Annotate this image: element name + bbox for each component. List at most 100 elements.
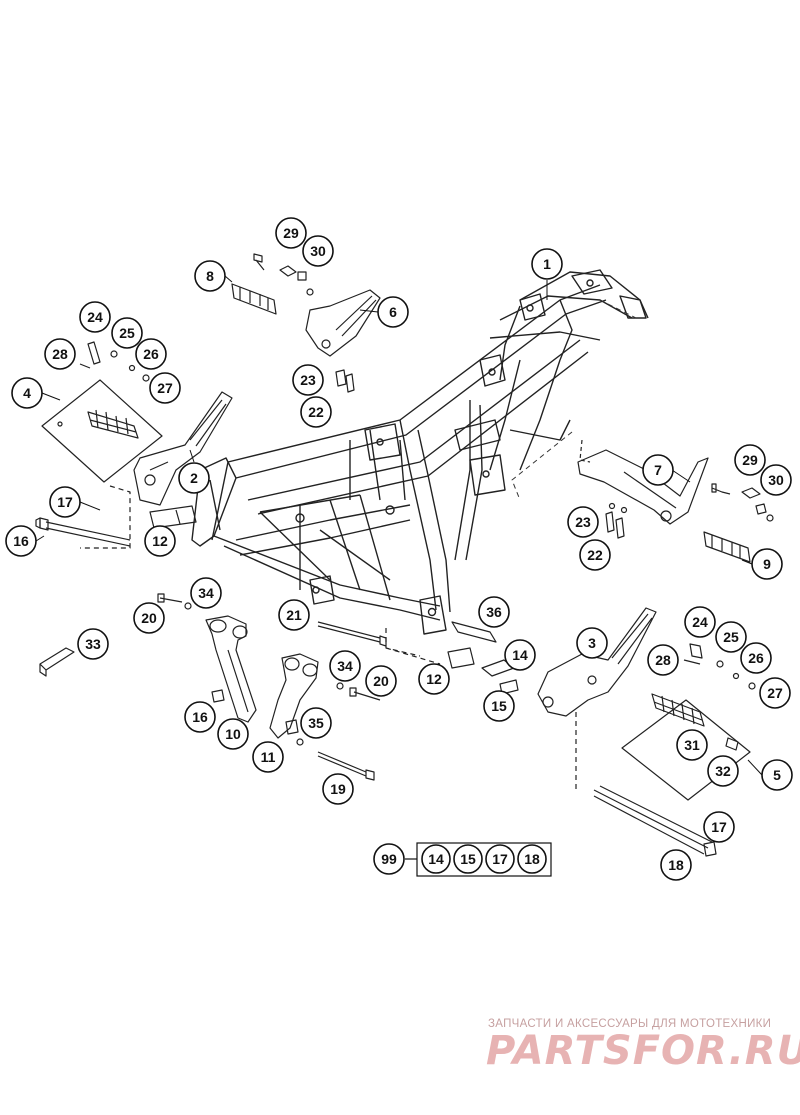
callout-c6-label: 6 bbox=[389, 304, 397, 320]
callout-c5-label: 5 bbox=[773, 767, 781, 783]
callout-c27b: 27 bbox=[759, 677, 791, 709]
callout-c19-label: 19 bbox=[330, 781, 346, 797]
callout-c33: 33 bbox=[77, 628, 109, 660]
callout-c10-circle bbox=[217, 718, 249, 750]
right-footpeg bbox=[651, 693, 705, 727]
callout-c3-label: 3 bbox=[588, 635, 596, 651]
callout-c31: 31 bbox=[676, 729, 708, 761]
callout-c15-label: 15 bbox=[491, 698, 507, 714]
kit-part-14-label: 14 bbox=[428, 851, 444, 867]
callout-c7: 7 bbox=[642, 454, 674, 486]
callout-c23a: 23 bbox=[292, 364, 324, 396]
callout-c8-label: 8 bbox=[206, 268, 214, 284]
callout-c32: 32 bbox=[707, 755, 739, 787]
watermark-caption: ЗАПЧАСТИ И АКСЕССУАРЫ ДЛЯ МОТОТЕХНИКИ bbox=[488, 1018, 772, 1030]
callout-c16b: 16 bbox=[184, 701, 216, 733]
kit-box: 99 14 15 17 18 bbox=[373, 842, 552, 877]
callout-c12a-label: 12 bbox=[152, 533, 168, 549]
callout-c8: 8 bbox=[194, 260, 226, 292]
callout-c30b-circle bbox=[760, 464, 792, 496]
callout-c26b-label: 26 bbox=[748, 650, 764, 666]
callout-c29b-circle bbox=[734, 444, 766, 476]
callout-c23a-label: 23 bbox=[300, 372, 316, 388]
callout-c1: 1 bbox=[531, 248, 563, 280]
callout-c20b: 20 bbox=[365, 665, 397, 697]
callout-c30a-circle bbox=[302, 235, 334, 267]
kit-part-18-label: 18 bbox=[524, 851, 540, 867]
callout-c10-label: 10 bbox=[225, 726, 241, 742]
left-footpeg-kit-box bbox=[41, 379, 163, 483]
callout-c24b-circle bbox=[684, 606, 716, 638]
callout-c26a: 26 bbox=[135, 338, 167, 370]
kit-part-17: 17 bbox=[485, 844, 515, 874]
callout-c23b-label: 23 bbox=[575, 514, 591, 530]
callout-c23b: 23 bbox=[567, 506, 599, 538]
callout-c2: 2 bbox=[178, 462, 210, 494]
callout-c30a: 30 bbox=[302, 235, 334, 267]
callout-c25b-circle bbox=[715, 621, 747, 653]
callout-c32-label: 32 bbox=[715, 763, 731, 779]
callout-c21-label: 21 bbox=[286, 607, 302, 623]
callout-c34a-label: 34 bbox=[198, 585, 214, 601]
left-engine-hanger bbox=[205, 615, 257, 723]
kit-part-14: 14 bbox=[421, 844, 451, 874]
callout-c33-circle bbox=[77, 628, 109, 660]
callout-c31-label: 31 bbox=[684, 737, 700, 753]
callout-c22b-label: 22 bbox=[587, 547, 603, 563]
kit-part-18: 18 bbox=[517, 844, 547, 874]
callout-c26a-label: 26 bbox=[143, 346, 159, 362]
callout-c7-circle bbox=[642, 454, 674, 486]
callout-c23b-circle bbox=[567, 506, 599, 538]
callout-c28a: 28 bbox=[44, 338, 76, 370]
callout-c24a-label: 24 bbox=[87, 309, 103, 325]
callout-c30b: 30 bbox=[760, 464, 792, 496]
callout-layer: 1234567891011121214151616171718192020212… bbox=[5, 217, 793, 881]
callout-c22b: 22 bbox=[579, 539, 611, 571]
callout-c22a: 22 bbox=[300, 396, 332, 428]
callout-c34a-circle bbox=[190, 577, 222, 609]
callout-c29b: 29 bbox=[734, 444, 766, 476]
callout-c24b-label: 24 bbox=[692, 614, 708, 630]
right-footpeg-kit-box bbox=[621, 699, 751, 801]
callout-c12a: 12 bbox=[144, 525, 176, 557]
callout-c28b-label: 28 bbox=[655, 652, 671, 668]
callout-c20a: 20 bbox=[133, 602, 165, 634]
rear-left-footpeg bbox=[231, 283, 277, 315]
callout-c12b-label: 12 bbox=[426, 671, 442, 687]
footrest-pivot-left bbox=[149, 505, 197, 529]
callout-c34b-circle bbox=[329, 650, 361, 682]
rear-right-passenger-bracket bbox=[577, 449, 709, 525]
callout-c21-circle bbox=[278, 599, 310, 631]
callout-c36-circle bbox=[478, 596, 510, 628]
callout-c26a-circle bbox=[135, 338, 167, 370]
callout-c25a-circle bbox=[111, 317, 143, 349]
callout-c16a-circle bbox=[5, 525, 37, 557]
callout-c6: 6 bbox=[377, 296, 409, 328]
callout-c11: 11 bbox=[252, 741, 284, 773]
left-footrest-bracket bbox=[133, 391, 233, 506]
callout-c29a-circle bbox=[275, 217, 307, 249]
callout-c2-circle bbox=[178, 462, 210, 494]
callout-c27b-label: 27 bbox=[767, 685, 783, 701]
callout-c25b-label: 25 bbox=[723, 629, 739, 645]
callout-c26b: 26 bbox=[740, 642, 772, 674]
callout-c36-label: 36 bbox=[486, 604, 502, 620]
callout-c24b: 24 bbox=[684, 606, 716, 638]
assembly-leaders bbox=[511, 299, 641, 501]
callout-c15-circle bbox=[483, 690, 515, 722]
callout-c2-label: 2 bbox=[190, 470, 198, 486]
callout-c14-circle bbox=[504, 639, 536, 671]
callout-c28a-circle bbox=[44, 338, 76, 370]
callout-c15: 15 bbox=[483, 690, 515, 722]
callout-c36: 36 bbox=[478, 596, 510, 628]
right-footrest-bracket bbox=[537, 607, 657, 717]
callout-c16a: 16 bbox=[5, 525, 37, 557]
callout-c6-circle bbox=[377, 296, 409, 328]
callout-c7-label: 7 bbox=[654, 462, 662, 478]
callout-c35-label: 35 bbox=[308, 715, 324, 731]
left-footpeg bbox=[87, 411, 139, 439]
callout-c4: 4 bbox=[11, 377, 43, 409]
callout-c34b-label: 34 bbox=[337, 658, 353, 674]
callout-c17a: 17 bbox=[49, 486, 81, 518]
